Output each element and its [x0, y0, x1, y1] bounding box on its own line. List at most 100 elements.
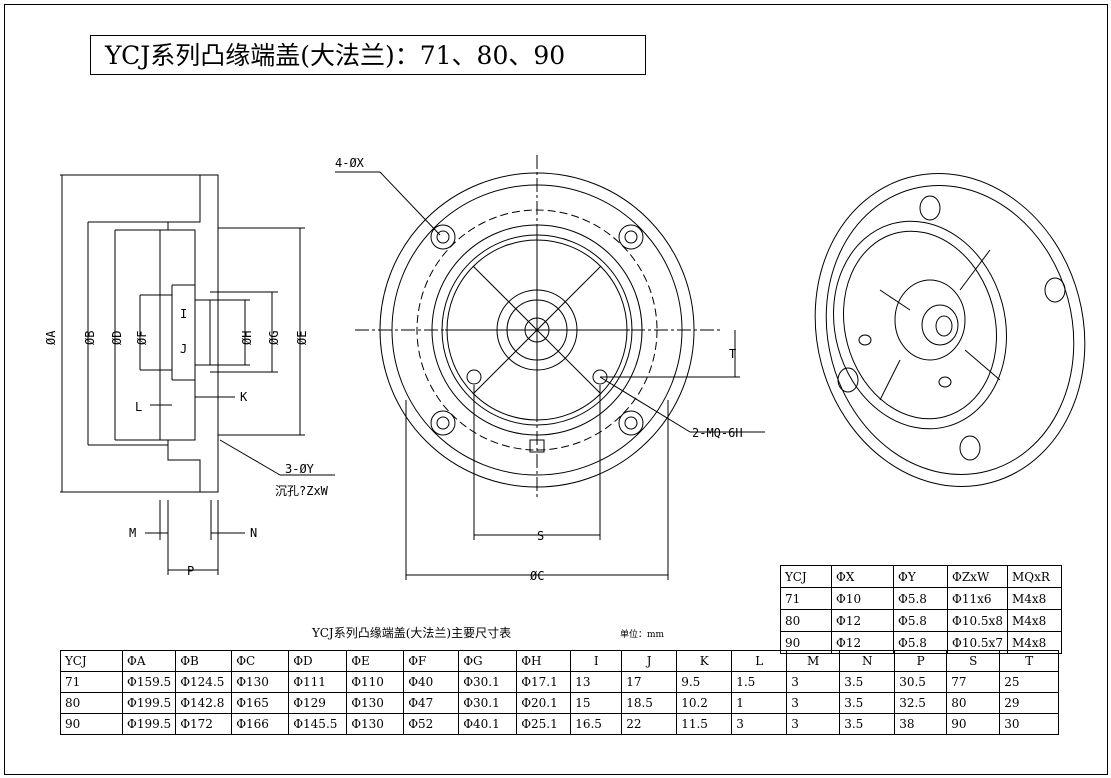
cell: Φ40.1: [458, 713, 518, 735]
hole-Y-label: 3-ØY: [285, 462, 315, 476]
header-cell: I: [570, 650, 623, 672]
dim-D: ØD: [110, 331, 124, 345]
cell: Φ110: [346, 671, 405, 693]
cell: Φ17.1: [516, 671, 572, 693]
table-header-row: YCJ ΦX ΦY ΦZxW MQxR: [780, 565, 1062, 588]
header-cell: ΦY: [893, 565, 948, 588]
dim-N: N: [250, 526, 257, 540]
cell: Φ30.1: [458, 692, 518, 714]
header-cell: ΦZxW: [947, 565, 1008, 588]
cell: 3: [786, 692, 841, 714]
cell: Φ52: [403, 713, 460, 735]
cell: Φ172: [175, 713, 233, 735]
dim-P: P: [187, 564, 194, 578]
drawing-title: YCJ系列凸缘端盖(大法兰)：71、80、90: [90, 35, 646, 75]
cell: 9.5: [676, 671, 733, 693]
cell: M4x8: [1006, 587, 1062, 610]
cell: 3: [786, 671, 841, 693]
dim-E: ØE: [295, 331, 309, 345]
cell: Φ159.5: [121, 671, 177, 693]
cell: Φ130: [346, 692, 405, 714]
cell: 16.5: [570, 713, 623, 735]
hole-X-label: 4-ØX: [335, 156, 365, 170]
cell: 1.5: [731, 671, 788, 693]
cell: 80: [780, 609, 832, 632]
header-cell: ΦD: [288, 650, 348, 672]
cell: Φ47: [403, 692, 460, 714]
header-cell: S: [946, 650, 1001, 672]
cell: Φ130: [346, 713, 405, 735]
perspective-view: [814, 173, 1086, 487]
dim-F: ØF: [135, 331, 149, 345]
cell: 17: [621, 671, 678, 693]
cell: Φ5.8: [893, 587, 948, 610]
side-view-labels: ØA ØB ØD ØF ØH ØG ØE I J L K 3-ØY 沉孔?ZxW…: [44, 307, 329, 578]
cell: Φ199.5: [121, 692, 177, 714]
cell: 71: [60, 671, 123, 693]
cell: Φ10.5x8: [947, 609, 1008, 632]
dim-A: ØA: [44, 330, 58, 345]
header-cell: ΦA: [121, 650, 177, 672]
dim-L: L: [135, 400, 142, 414]
cell: 71: [780, 587, 832, 610]
dim-S: S: [537, 529, 544, 543]
cell: 29: [999, 692, 1060, 714]
cell: Φ199.5: [121, 713, 177, 735]
cell: Φ20.1: [516, 692, 572, 714]
dim-T: T: [729, 347, 736, 361]
table-caption: YCJ系列凸缘端盖(大法兰)主要尺寸表: [312, 626, 512, 640]
cell: Φ5.8: [893, 609, 948, 632]
header-cell: ΦB: [175, 650, 233, 672]
cell: M4x8: [1006, 631, 1062, 654]
header-cell: ΦH: [516, 650, 572, 672]
front-view: [335, 155, 765, 580]
cell: Φ142.8: [175, 692, 233, 714]
cell: 30: [999, 713, 1060, 735]
header-cell: ΦX: [831, 565, 894, 588]
cell: 10.2: [676, 692, 733, 714]
cell: 80: [60, 692, 123, 714]
header-cell: ΦF: [403, 650, 460, 672]
cell: M4x8: [1006, 609, 1062, 632]
header-cell: ΦE: [346, 650, 405, 672]
dim-K: K: [240, 390, 248, 404]
cell: 90: [60, 713, 123, 735]
cell: Φ30.1: [458, 671, 518, 693]
cell: 3.5: [839, 692, 896, 714]
cell: 1: [731, 692, 788, 714]
header-cell: L: [731, 650, 788, 672]
cell: Φ124.5: [175, 671, 233, 693]
dim-C: ØC: [530, 569, 544, 583]
cell: 30.5: [894, 671, 948, 693]
header-cell: N: [839, 650, 896, 672]
unit-label: 单位：mm: [620, 630, 665, 640]
cell: 11.5: [676, 713, 733, 735]
header-cell: T: [999, 650, 1060, 672]
front-view-labels: 4-ØX T 2-MQ-6H S ØC: [335, 156, 743, 583]
cell: Φ40: [403, 671, 460, 693]
cell: 3.5: [839, 713, 896, 735]
cell: 15: [570, 692, 623, 714]
cell: Φ10.5x7: [947, 631, 1008, 654]
cell: 3.5: [839, 671, 896, 693]
header-cell: J: [621, 650, 678, 672]
thread-MQ-label: 2-MQ-6H: [692, 426, 743, 440]
header-cell: YCJ: [780, 565, 832, 588]
cell: 18.5: [621, 692, 678, 714]
cell: Φ165: [231, 692, 290, 714]
dim-J: J: [180, 342, 187, 356]
cell: 38: [894, 713, 948, 735]
header-cell: YCJ: [60, 650, 123, 672]
header-cell: MQxR: [1006, 565, 1062, 588]
cell: 32.5: [894, 692, 948, 714]
